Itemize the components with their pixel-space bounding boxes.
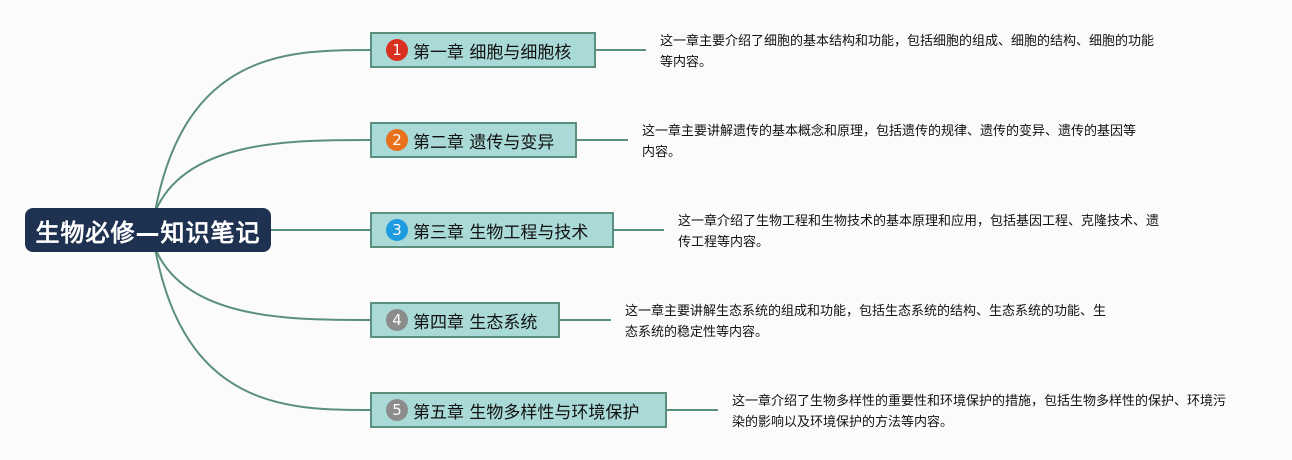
branch-line-5 bbox=[154, 247, 371, 411]
chapter-description-1: 这一章主要介绍了细胞的基本结构和功能，包括细胞的组成、细胞的结构、细胞的功能等内… bbox=[660, 34, 1155, 70]
branch-line-4 bbox=[154, 247, 371, 321]
chapter-description-3: 这一章介绍了生物工程和生物技术的基本原理和应用，包括基因工程、克隆技术、遗传工程… bbox=[678, 214, 1160, 250]
chapter-node-1[interactable]: 1 第一章 细胞与细胞核 bbox=[370, 32, 596, 68]
chapter-title-4: 第四章 生态系统 bbox=[413, 312, 538, 333]
chapter-node-5[interactable]: 5 第五章 生物多样性与环境保护 bbox=[370, 392, 667, 428]
chapter-node-2[interactable]: 2 第二章 遗传与变异 bbox=[370, 122, 577, 158]
chapter-node-3[interactable]: 3 第三章 生物工程与技术 bbox=[370, 212, 614, 248]
chapter-title-5: 第五章 生物多样性与环境保护 bbox=[413, 402, 640, 423]
chapter-description-2: 这一章主要讲解遗传的基本概念和原理，包括遗传的规律、遗传的变异、遗传的基因等内容… bbox=[642, 124, 1137, 160]
priority-2-icon: 2 bbox=[386, 129, 408, 151]
chapter-node-4[interactable]: 4 第四章 生态系统 bbox=[370, 302, 560, 338]
chapter-title-1: 第一章 细胞与细胞核 bbox=[413, 42, 572, 63]
branch-line-1 bbox=[154, 49, 371, 213]
chapter-title-3: 第三章 生物工程与技术 bbox=[413, 222, 589, 243]
priority-5-icon: 5 bbox=[386, 399, 408, 421]
chapter-title-2: 第二章 遗传与变异 bbox=[413, 132, 555, 153]
priority-3-icon: 3 bbox=[386, 219, 408, 241]
priority-1-icon: 1 bbox=[386, 39, 408, 61]
root-node[interactable]: 生物必修—知识笔记 bbox=[25, 208, 271, 252]
priority-4-icon: 4 bbox=[386, 309, 408, 331]
chapter-description-5: 这一章介绍了生物多样性的重要性和环境保护的措施，包括生物多样性的保护、环境污染的… bbox=[732, 394, 1227, 430]
chapter-description-4: 这一章主要讲解生态系统的组成和功能，包括生态系统的结构、生态系统的功能、生态系统… bbox=[625, 304, 1107, 340]
root-title: 生物必修—知识笔记 bbox=[35, 218, 261, 247]
branch-line-2 bbox=[154, 139, 371, 213]
